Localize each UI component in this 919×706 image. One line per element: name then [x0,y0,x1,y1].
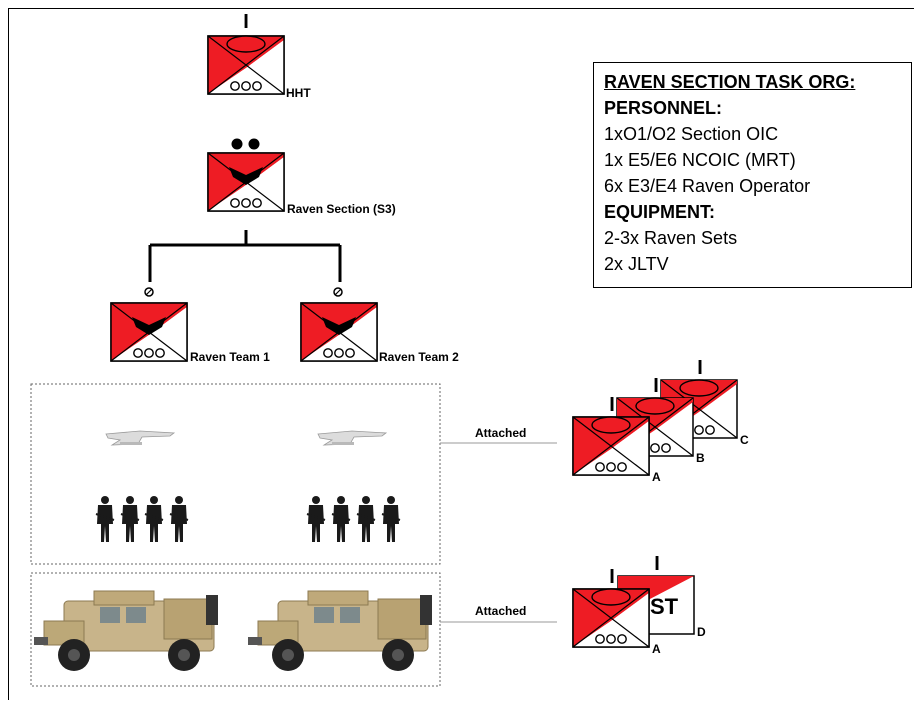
section-unit-symbol [208,153,284,211]
platoon-echelon-mark: I [653,375,659,397]
hht-unit-symbol [208,36,284,94]
security-stack: ST I I A D [573,553,706,656]
hht-echelon-mark: I [243,11,249,33]
personnel-item: 6x E3/E4 Raven Operator [604,173,911,199]
personnel-item: 1xO1/O2 Section OIC [604,121,911,147]
drone-image [318,431,386,445]
soldiers-group-1 [96,496,188,542]
jltv-image [248,591,432,671]
security-echelon-mark: I [609,566,615,588]
drone-image [106,431,174,445]
security-letter-d: D [697,625,706,639]
security-letter-a: A [652,642,661,656]
personnel-header: PERSONNEL: [604,95,911,121]
platoon-letter-c: C [740,433,749,447]
equipment-header: EQUIPMENT: [604,199,911,225]
platoon-echelon-mark: I [697,357,703,379]
equipment-item: 2-3x Raven Sets [604,225,911,251]
section-echelon-dot [232,139,243,150]
team2-label: Raven Team 2 [379,350,459,364]
platoon-stack: I I I A B C [573,357,749,484]
task-org-title: RAVEN SECTION TASK ORG: [604,69,911,95]
task-org-box: RAVEN SECTION TASK ORG: PERSONNEL: 1xO1/… [593,62,912,288]
platoon-letter-a: A [652,470,661,484]
platoon-letter-b: B [696,451,705,465]
section-echelon-dot [249,139,260,150]
security-echelon-mark: I [654,553,660,575]
team1-label: Raven Team 1 [190,350,270,364]
team1-unit-symbol [111,303,187,361]
personnel-image-box [31,384,440,564]
org-connector-lines [150,230,340,282]
section-label: Raven Section (S3) [287,202,396,216]
st-text: ST [650,594,679,619]
jltv-image [34,591,218,671]
equipment-item: 2x JLTV [604,251,911,277]
personnel-item: 1x E5/E6 NCOIC (MRT) [604,147,911,173]
attached-label-1: Attached [475,426,526,440]
platoon-echelon-mark: I [609,394,615,416]
attached-label-2: Attached [475,604,526,618]
team2-unit-symbol [301,303,377,361]
soldiers-group-2 [307,496,400,542]
hht-label: HHT [286,86,311,100]
